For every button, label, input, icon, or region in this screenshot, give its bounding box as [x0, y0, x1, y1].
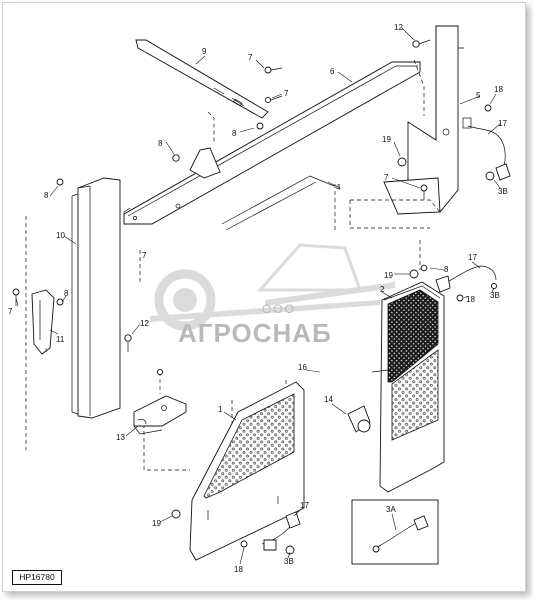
- callout-8: 8: [64, 289, 69, 298]
- callout-3A: 3A: [386, 505, 396, 514]
- watermark-graphic: [150, 243, 395, 331]
- callout-14: 14: [324, 395, 333, 404]
- callout-18: 18: [466, 295, 475, 304]
- callout-19: 19: [384, 271, 393, 280]
- callout-7: 7: [284, 89, 289, 98]
- callout-3B: 3B: [498, 187, 508, 196]
- callout-19: 19: [152, 519, 161, 528]
- callout-1: 1: [218, 405, 223, 414]
- leader-lines: [15, 27, 501, 565]
- part-11-latch: [31, 289, 55, 355]
- callout-17: 17: [300, 501, 309, 510]
- callout-4: 4: [336, 183, 341, 192]
- watermark-prefix: ООО: [262, 302, 297, 316]
- callout-7: 7: [384, 173, 389, 182]
- callout-7: 7: [8, 307, 13, 316]
- callout-7: 7: [142, 251, 147, 260]
- callout-17: 17: [498, 119, 507, 128]
- callout-12: 12: [140, 319, 149, 328]
- watermark-text: АГРОСНАБ: [178, 318, 332, 348]
- part-9-bracket: [135, 39, 269, 119]
- assembly-guide-lines: [25, 59, 441, 471]
- callout-8: 8: [158, 139, 163, 148]
- callout-2: 2: [380, 285, 385, 294]
- inset-3A: [351, 499, 439, 565]
- callout-3B: 3B: [490, 291, 500, 300]
- wire-harnesses: [261, 125, 511, 555]
- callout-12: 12: [394, 23, 403, 32]
- callout-9: 9: [202, 47, 207, 56]
- callout-6: 6: [330, 67, 335, 76]
- callout-11: 11: [56, 335, 65, 344]
- callout-8: 8: [444, 265, 449, 274]
- fasteners: [12, 39, 498, 548]
- callout-19: 19: [382, 135, 391, 144]
- part-13-plate: [133, 395, 187, 435]
- callout-8: 8: [232, 129, 237, 138]
- callout-13: 13: [116, 433, 125, 442]
- part-2-screen: [371, 281, 445, 493]
- callout-7: 7: [248, 53, 253, 62]
- callout-18: 18: [234, 565, 243, 574]
- part-1-screen: [189, 381, 305, 561]
- callout-16: 16: [298, 363, 307, 372]
- part-5-bracket: [383, 25, 472, 215]
- part-10-panel: [71, 177, 121, 419]
- drawing-code: HP16780: [12, 570, 62, 585]
- part-4-rod: [221, 175, 335, 231]
- part-6-beam: [123, 61, 421, 225]
- callout-10: 10: [56, 231, 65, 240]
- callout-5: 5: [476, 91, 481, 100]
- part-14-knob: [331, 403, 371, 433]
- callout-8: 8: [44, 191, 49, 200]
- callout-3B: 3B: [284, 557, 294, 566]
- callout-18: 18: [494, 85, 503, 94]
- callout-17: 17: [468, 253, 477, 262]
- callout-labels: 12 9 7 7 6 5 18 17 8 8 19 7 3B 8 4 10 7 …: [8, 23, 508, 574]
